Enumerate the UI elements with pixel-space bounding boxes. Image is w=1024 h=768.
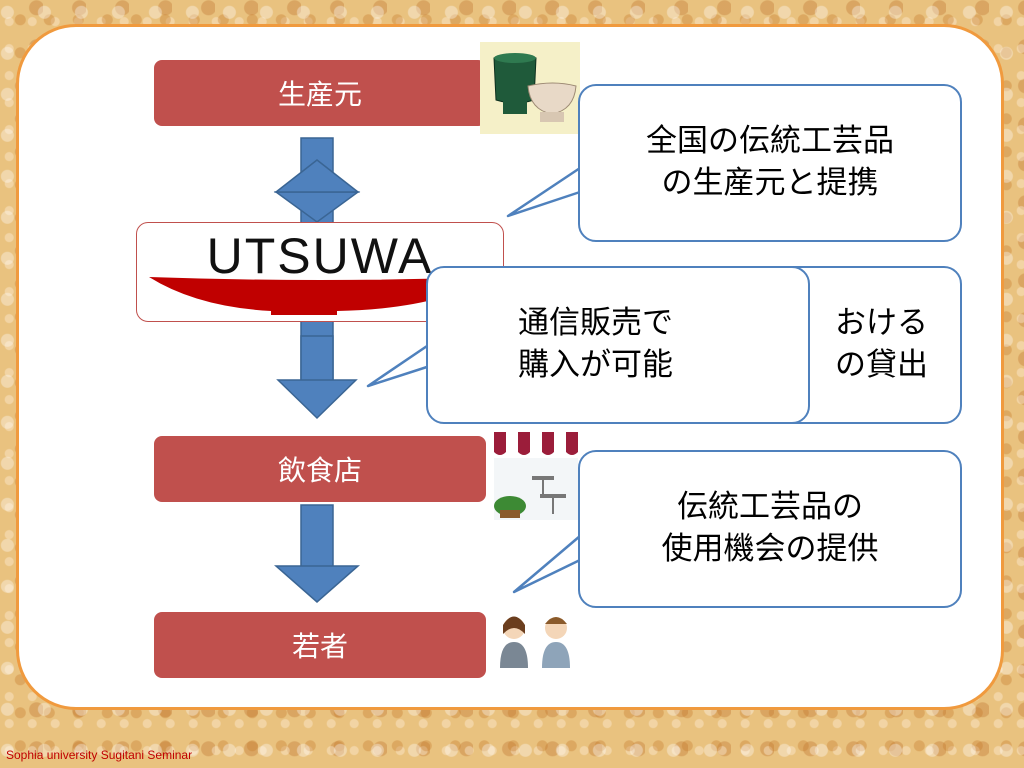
tea-cups-icon [480,42,580,134]
callout-partnership-line1: 全国の伝統工芸品 [646,123,894,160]
callout-usage-line2: 使用機会の提供 [661,531,879,567]
logo-text: UTSUWA [206,228,434,284]
node-producer: 生産元 [154,60,486,126]
young-people-icon [500,616,570,668]
callout-lending-line2: の貸出 [835,347,928,383]
arrow-head-down-3 [274,565,360,603]
footer-credit: Sophia university Sugitani Seminar [6,748,193,762]
arrow-shaft-mid [300,335,334,387]
arrow-head-up-1 [273,159,361,193]
callout-usage: 伝統工芸品の 使用機会の提供 [578,450,962,608]
callout-mail-order: 通信販売で 購入が可能 [426,266,810,424]
callout-mail-order-line1: 通信販売で [518,305,673,342]
callout-usage-line1: 伝統工芸品の [677,489,863,526]
node-youth: 若者 [154,612,486,678]
restaurant-cafe-icon [494,432,578,520]
node-restaurant: 飲食店 [154,436,486,502]
arrow-head-down-2 [276,379,358,420]
callout-partnership: 全国の伝統工芸品 の生産元と提携 [578,84,962,242]
bowl-logo-icon [149,277,491,315]
callout-mail-order-line2: 購入が可能 [518,347,673,383]
callout-lending-line1: おける [835,305,928,342]
callout-partnership-line2: の生産元と提携 [661,165,879,201]
